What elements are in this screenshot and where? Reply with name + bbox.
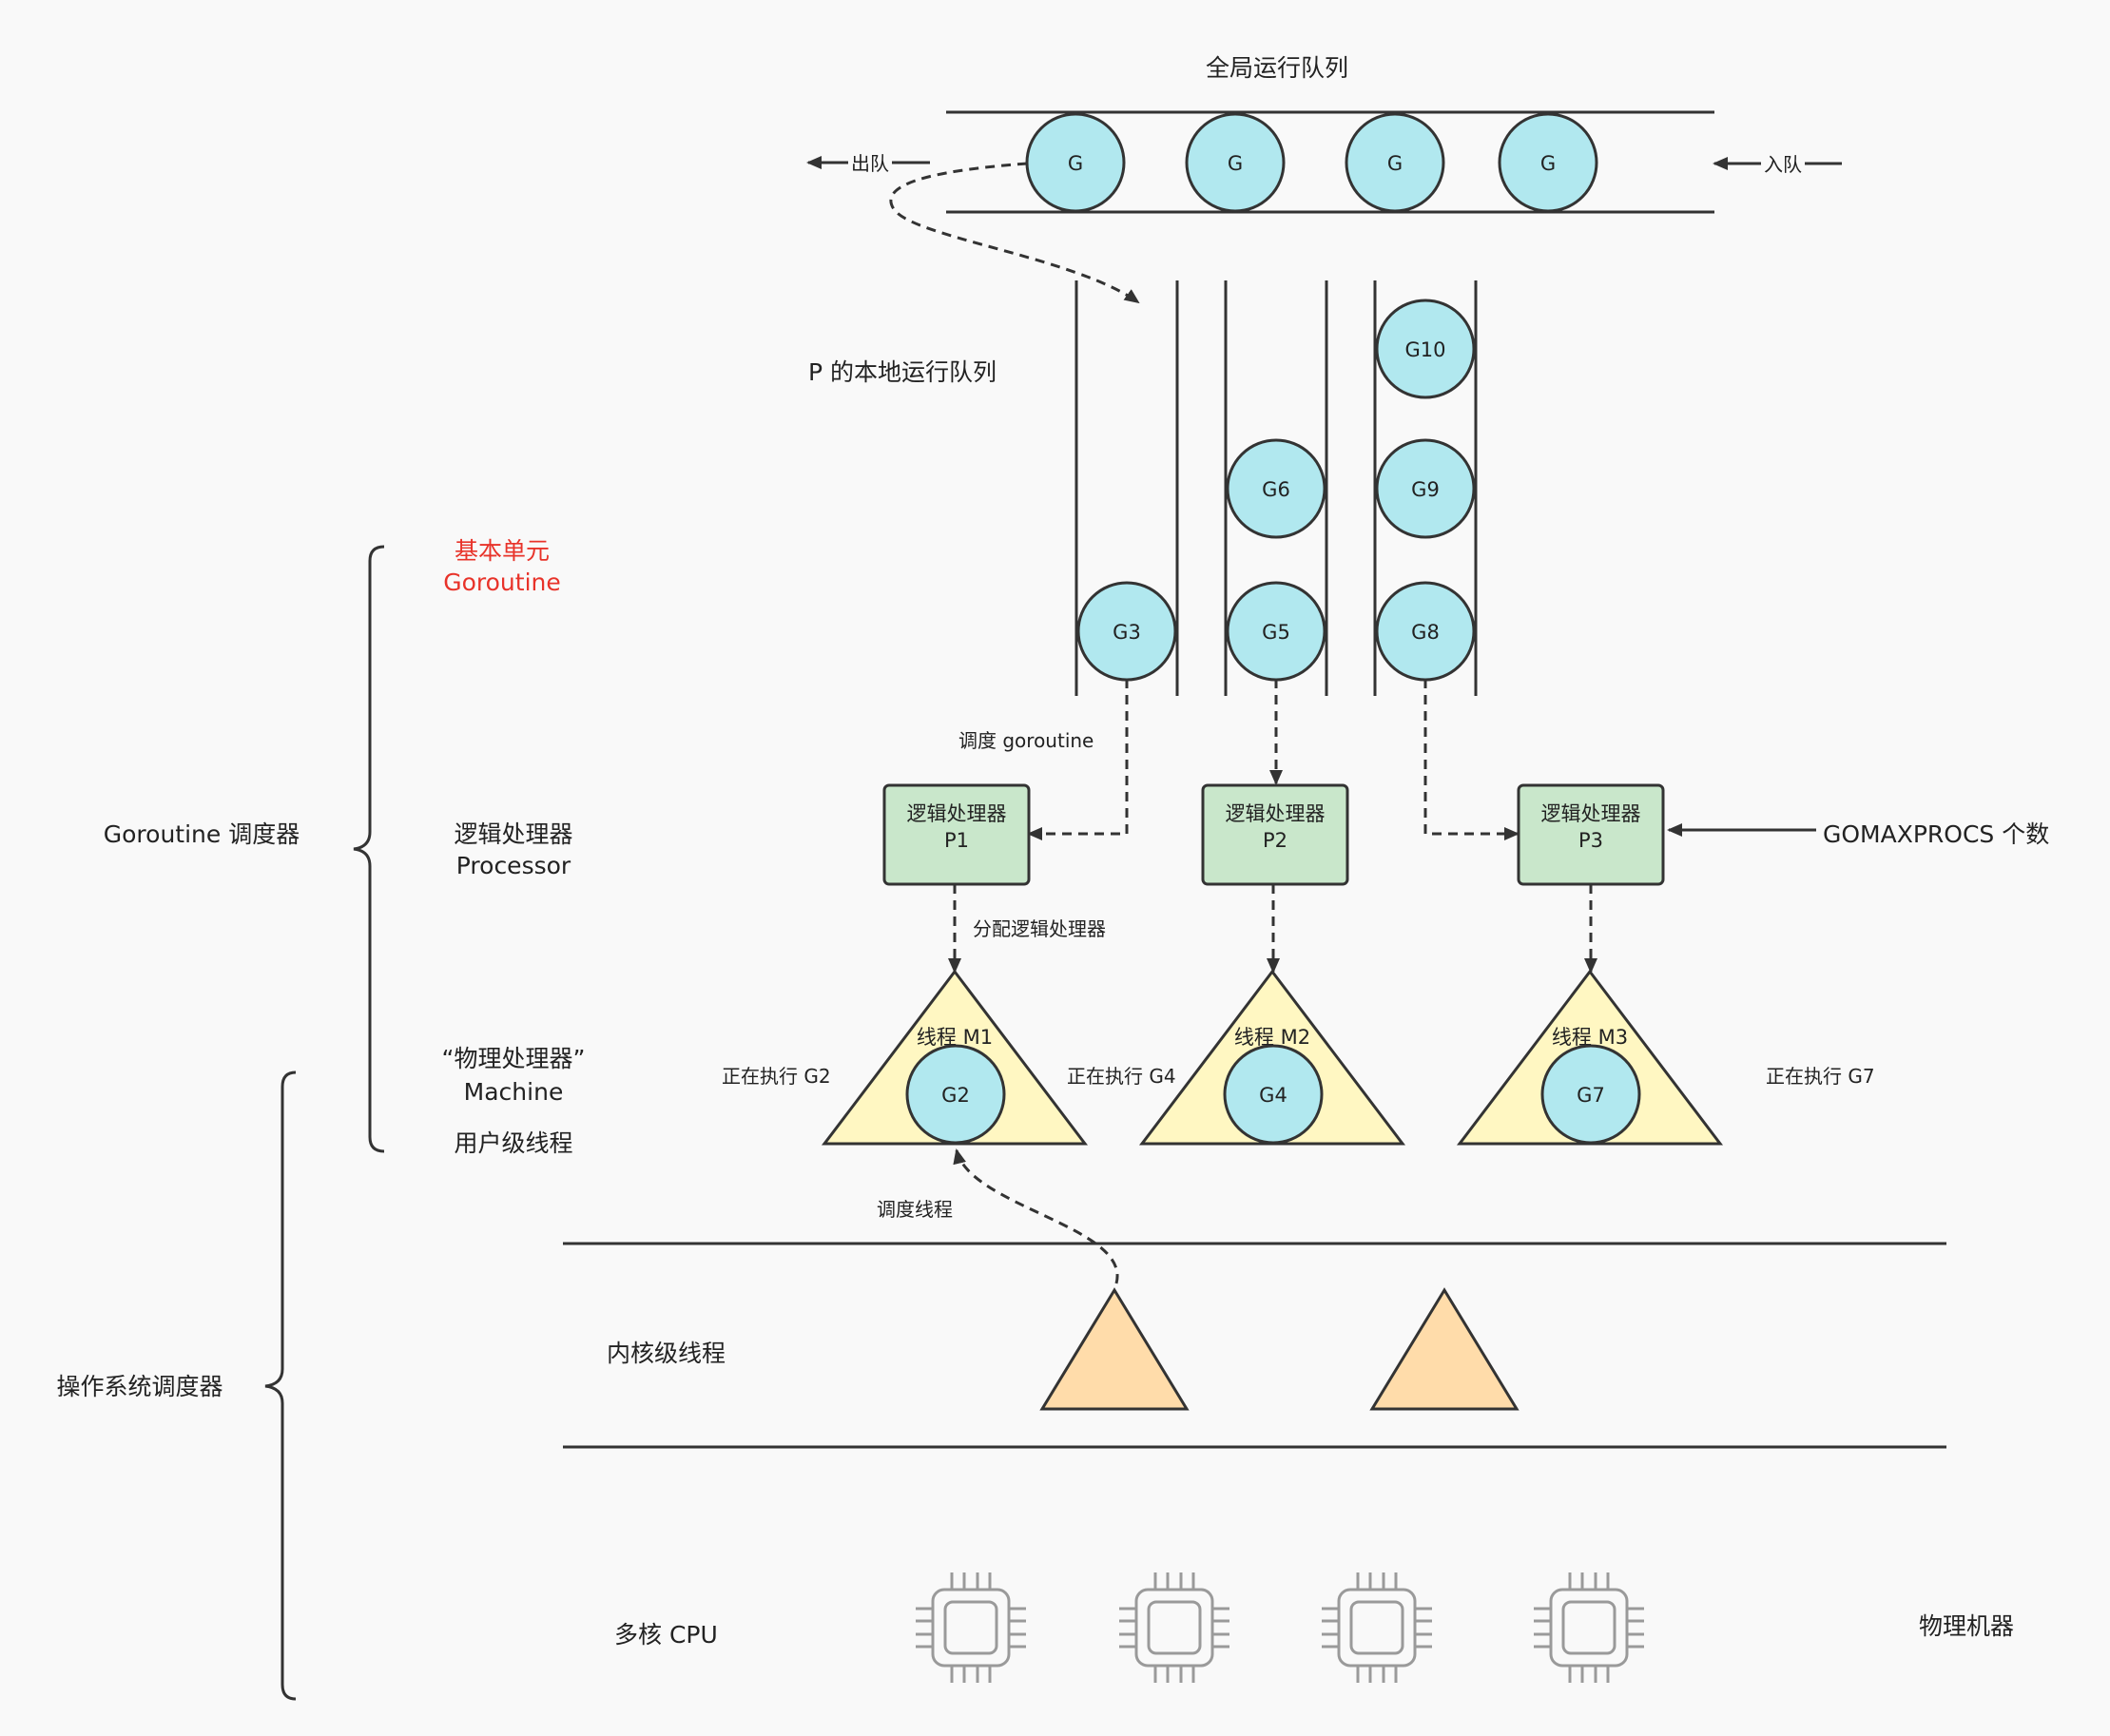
schedule-goroutine-label: 调度 goroutine bbox=[958, 729, 1094, 752]
basic-unit-en-label: Goroutine bbox=[443, 569, 561, 596]
global-goroutine-1-circle bbox=[1025, 112, 1126, 213]
running-goroutine-g7-circle bbox=[1540, 1044, 1641, 1145]
running-goroutine-g4-label: G4 bbox=[1259, 1084, 1287, 1107]
processor-label: 逻辑处理器 bbox=[454, 820, 572, 848]
global-goroutine-1-label: G bbox=[1068, 152, 1083, 175]
goroutine-g6: G6 bbox=[1226, 438, 1326, 539]
processor-en-label: Processor bbox=[456, 852, 571, 879]
cpu-icon-3 bbox=[1322, 1572, 1432, 1683]
dequeue-label: 出队 bbox=[851, 152, 889, 175]
goroutine-g8-label: G8 bbox=[1411, 621, 1440, 644]
goroutine-g6-circle bbox=[1226, 438, 1326, 539]
processor-name: 逻辑处理器 bbox=[1541, 802, 1641, 825]
machine-en-label: Machine bbox=[464, 1078, 564, 1106]
schedule-thread-label: 调度线程 bbox=[877, 1198, 953, 1221]
running-goroutine-g4: G4 bbox=[1223, 1044, 1324, 1145]
basic-unit-label: 基本单元 bbox=[455, 537, 550, 565]
global-goroutine-4: G bbox=[1498, 112, 1598, 213]
processor-box bbox=[882, 783, 1031, 886]
cpus bbox=[916, 1572, 1644, 1683]
kernel-thread-2 bbox=[1369, 1287, 1520, 1411]
goroutine-g8: G8 bbox=[1375, 581, 1476, 682]
global-goroutine-4-circle bbox=[1498, 112, 1598, 213]
processor-name: 逻辑处理器 bbox=[907, 802, 1007, 825]
user-thread-label: 用户级线程 bbox=[454, 1129, 572, 1157]
multicore-cpu-label: 多核 CPU bbox=[614, 1621, 718, 1649]
global-goroutine-4-label: G bbox=[1540, 152, 1556, 175]
processor-name: 逻辑处理器 bbox=[1226, 802, 1326, 825]
running-goroutine-g7: G7 bbox=[1540, 1044, 1641, 1145]
goroutine-g3: G3 bbox=[1076, 581, 1177, 682]
running-goroutine-g4-circle bbox=[1223, 1044, 1324, 1145]
enqueue-label: 入队 bbox=[1764, 153, 1802, 176]
assign-processor-label: 分配逻辑处理器 bbox=[973, 917, 1106, 940]
processor-p3: 逻辑处理器 P3 bbox=[1517, 783, 1665, 886]
processor-p2: 逻辑处理器 P2 bbox=[1201, 783, 1349, 886]
global-goroutine-1: G bbox=[1025, 112, 1126, 213]
machine-status-label: 正在执行 G4 bbox=[1067, 1065, 1176, 1088]
global-goroutine-3: G bbox=[1345, 112, 1445, 213]
g3-to-p1-arrow bbox=[1027, 679, 1129, 840]
global-goroutine-2-label: G bbox=[1228, 152, 1243, 175]
kernel-thread-label: 内核级线程 bbox=[607, 1340, 726, 1367]
global-goroutine-3-circle bbox=[1345, 112, 1445, 213]
machine-status-label: 正在执行 G7 bbox=[1766, 1065, 1875, 1088]
physical-machine-label: 物理机器 bbox=[1919, 1612, 2014, 1640]
goroutine-g10-label: G10 bbox=[1405, 338, 1446, 361]
running-goroutine-g2-circle bbox=[905, 1044, 1006, 1145]
goroutine-g6-label: G6 bbox=[1262, 478, 1290, 501]
global-goroutine-2-circle bbox=[1185, 112, 1286, 213]
goroutine-g5-label: G5 bbox=[1262, 621, 1290, 644]
g8-to-p3-arrow bbox=[1423, 679, 1520, 840]
kernel-thread-1 bbox=[1039, 1287, 1190, 1411]
global-goroutine-3-label: G bbox=[1387, 152, 1403, 175]
gomaxprocs-label: GOMAXPROCS 个数 bbox=[1823, 820, 2049, 848]
goroutine-g3-label: G3 bbox=[1113, 621, 1141, 644]
goroutine-scheduler-label: Goroutine 调度器 bbox=[104, 820, 300, 848]
processor-id: P1 bbox=[944, 829, 969, 852]
os-scheduler-label: 操作系统调度器 bbox=[56, 1373, 223, 1400]
processor-box bbox=[1201, 783, 1349, 886]
goroutine-g9-circle bbox=[1375, 438, 1476, 539]
processor-p1: 逻辑处理器 P1 bbox=[882, 783, 1031, 886]
running-goroutine-g7-label: G7 bbox=[1577, 1084, 1605, 1107]
cpu-icon-4 bbox=[1534, 1572, 1644, 1683]
global-goroutine-2: G bbox=[1185, 112, 1286, 213]
processor-id: P3 bbox=[1578, 829, 1603, 852]
running-goroutine-g2: G2 bbox=[905, 1044, 1006, 1145]
machine-status-label: 正在执行 G2 bbox=[722, 1065, 831, 1088]
machine-label: “物理处理器” bbox=[442, 1045, 586, 1072]
goroutine-g5: G5 bbox=[1226, 581, 1326, 682]
cpu-icon-1 bbox=[916, 1572, 1026, 1683]
goroutine-g10: G10 bbox=[1375, 299, 1476, 399]
processor-id: P2 bbox=[1263, 829, 1287, 852]
cpu-icon-2 bbox=[1119, 1572, 1229, 1683]
goroutine-scheduler-brace bbox=[353, 545, 385, 1153]
local-queue-title: P 的本地运行队列 bbox=[808, 358, 997, 386]
goroutine-g9: G9 bbox=[1375, 438, 1476, 539]
schedule-thread-arrow bbox=[953, 1148, 1119, 1284]
goroutine-g9-label: G9 bbox=[1411, 478, 1440, 501]
global-queue-title: 全局运行队列 bbox=[1206, 54, 1348, 82]
os-scheduler-brace bbox=[264, 1071, 297, 1701]
goroutine-g10-circle bbox=[1375, 299, 1476, 399]
running-goroutine-g2-label: G2 bbox=[941, 1084, 970, 1107]
processors: 逻辑处理器 P1 逻辑处理器 P2 逻辑处理器 P3 bbox=[882, 783, 1665, 886]
